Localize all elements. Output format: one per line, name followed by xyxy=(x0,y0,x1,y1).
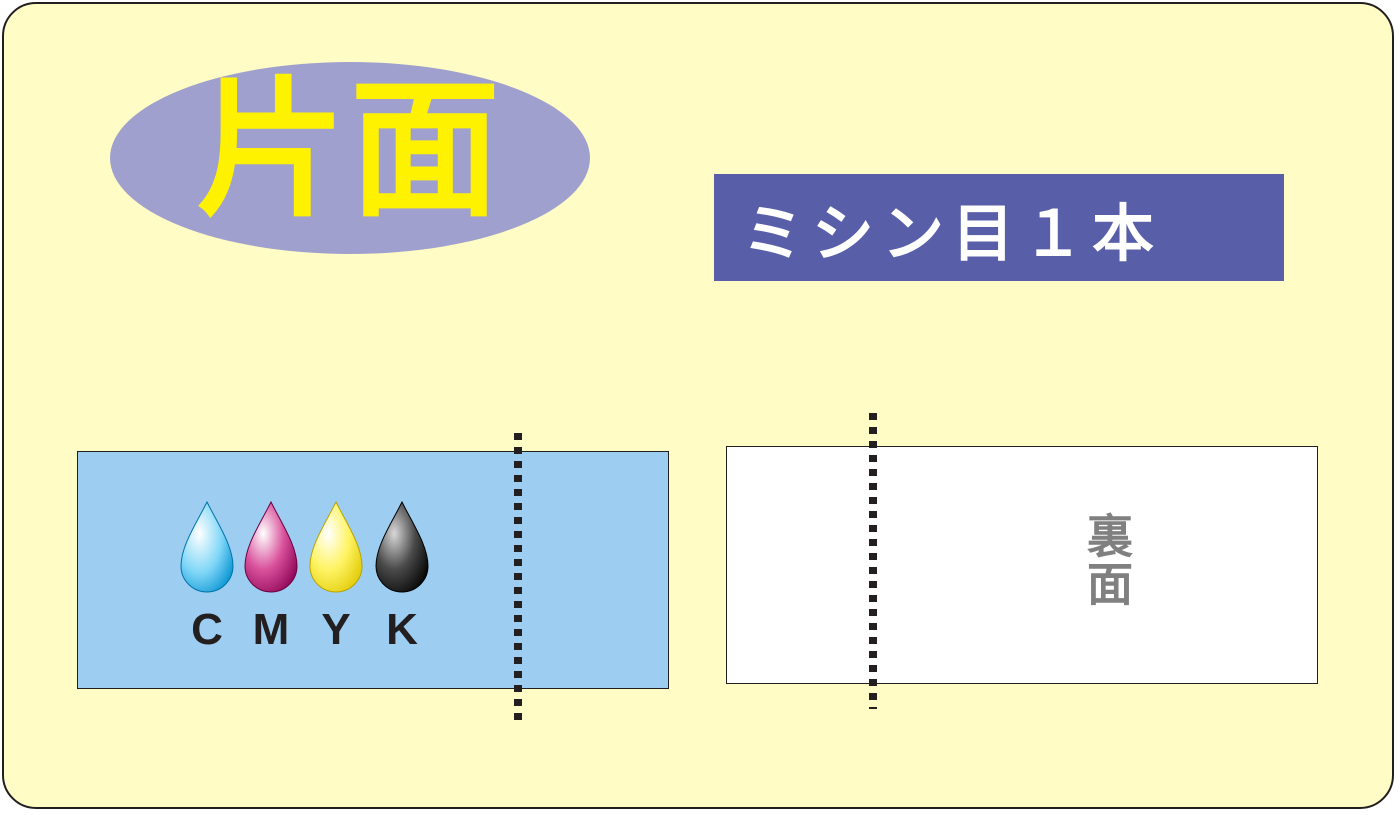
black-drop-icon xyxy=(375,500,429,593)
cmyk-ink-drops: C M Y K xyxy=(180,500,429,650)
title-oval: 片面 xyxy=(110,62,590,254)
front-perforation-line xyxy=(514,433,522,725)
title-text: 片面 xyxy=(195,64,504,238)
cyan-drop-icon xyxy=(180,500,234,593)
ink-label-k: K xyxy=(386,605,418,650)
ink-label-m: M xyxy=(253,605,290,650)
yellow-drop-icon xyxy=(309,500,363,593)
ink-label-y: Y xyxy=(321,605,350,650)
perforation-label: ミシン目１本 xyxy=(742,196,1163,270)
perforation-badge: ミシン目１本 xyxy=(714,174,1284,281)
back-panel: 裏面 xyxy=(726,446,1318,684)
back-perforation-line xyxy=(869,413,877,709)
ink-label-c: C xyxy=(191,605,223,650)
back-side-label: 裏面 xyxy=(1080,512,1134,608)
magenta-drop-icon xyxy=(244,500,298,593)
front-panel xyxy=(77,451,669,689)
